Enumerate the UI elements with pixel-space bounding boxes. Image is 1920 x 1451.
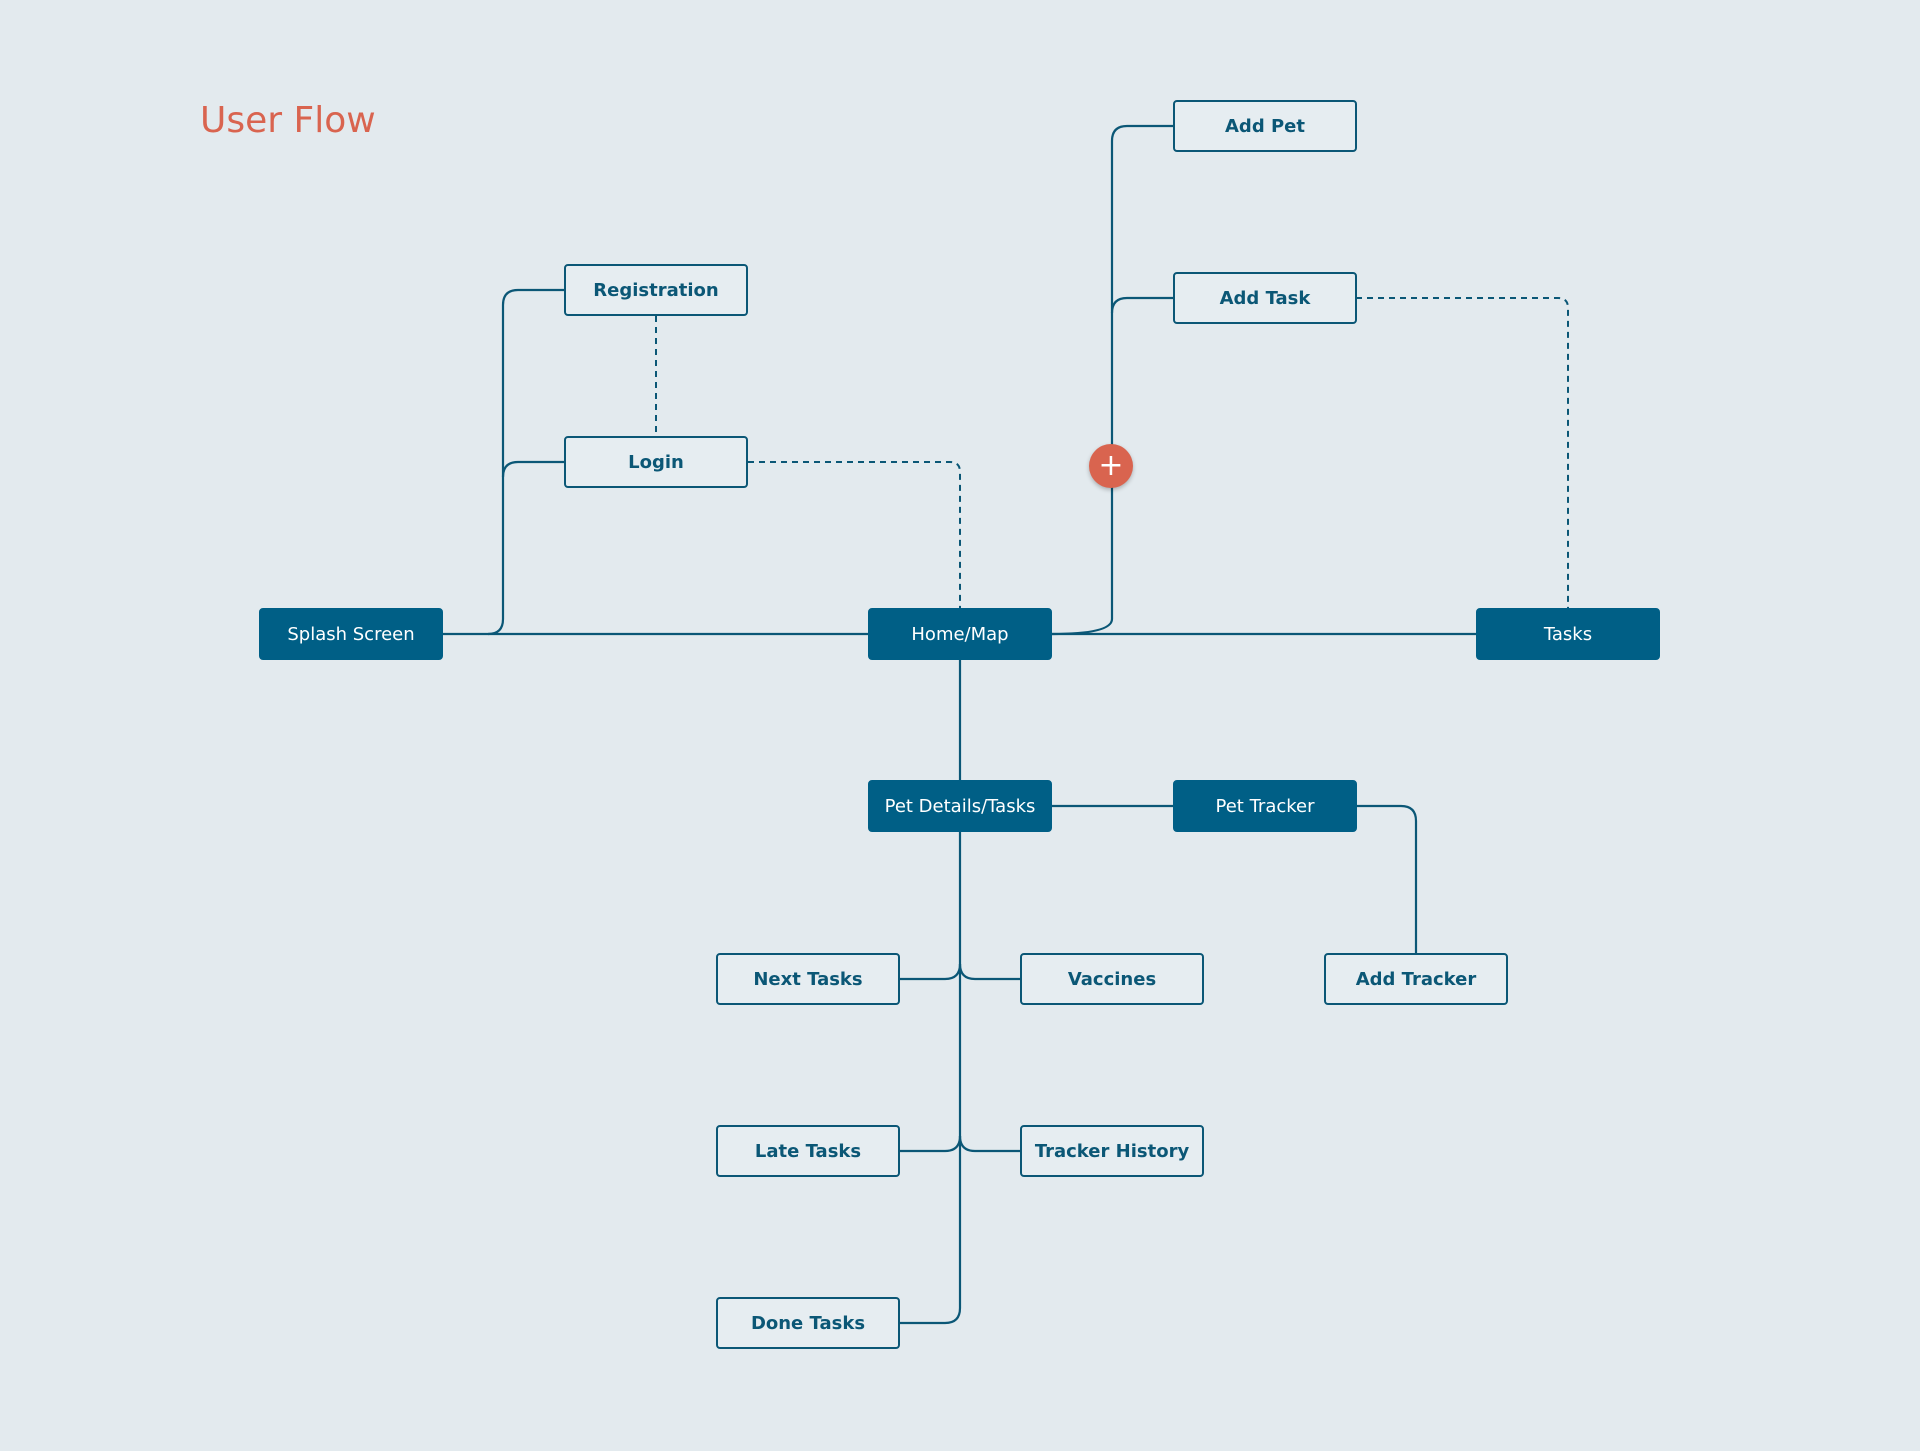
connector-late-tasks — [899, 1135, 962, 1153]
connector-add-task — [1110, 296, 1173, 314]
plus-icon: + — [1098, 448, 1124, 483]
node-tracker-history[interactable]: Tracker History — [1020, 1125, 1204, 1177]
connector-login — [501, 460, 564, 478]
node-add-pet[interactable]: Add Pet — [1173, 100, 1357, 152]
dashed-addtask-tasks — [1356, 297, 1569, 608]
node-login[interactable]: Login — [564, 436, 748, 488]
node-vaccines[interactable]: Vaccines — [1020, 953, 1204, 1005]
page-title: User Flow — [200, 100, 376, 141]
node-late-tasks[interactable]: Late Tasks — [716, 1125, 900, 1177]
connector-next-tasks — [899, 963, 962, 981]
node-pet-tracker[interactable]: Pet Tracker — [1173, 780, 1357, 832]
node-add-tracker[interactable]: Add Tracker — [1324, 953, 1508, 1005]
node-done-tasks[interactable]: Done Tasks — [716, 1297, 900, 1349]
node-tasks[interactable]: Tasks — [1476, 608, 1660, 660]
connector-done-tasks — [899, 832, 962, 1325]
node-next-tasks[interactable]: Next Tasks — [716, 953, 900, 1005]
dashed-login-home — [748, 461, 961, 608]
connector-registration — [487, 288, 564, 636]
node-home-map[interactable]: Home/Map — [868, 608, 1052, 660]
connector-vaccines — [958, 963, 1021, 981]
node-add-task[interactable]: Add Task — [1173, 272, 1357, 324]
node-pet-details-tasks[interactable]: Pet Details/Tasks — [868, 780, 1052, 832]
node-splash-screen[interactable]: Splash Screen — [259, 608, 443, 660]
connector-add-pet — [1051, 124, 1173, 636]
add-button[interactable]: + — [1089, 444, 1133, 488]
connector-add-tracker — [1356, 804, 1418, 953]
node-registration[interactable]: Registration — [564, 264, 748, 316]
connector-tracker-history — [958, 1135, 1021, 1153]
